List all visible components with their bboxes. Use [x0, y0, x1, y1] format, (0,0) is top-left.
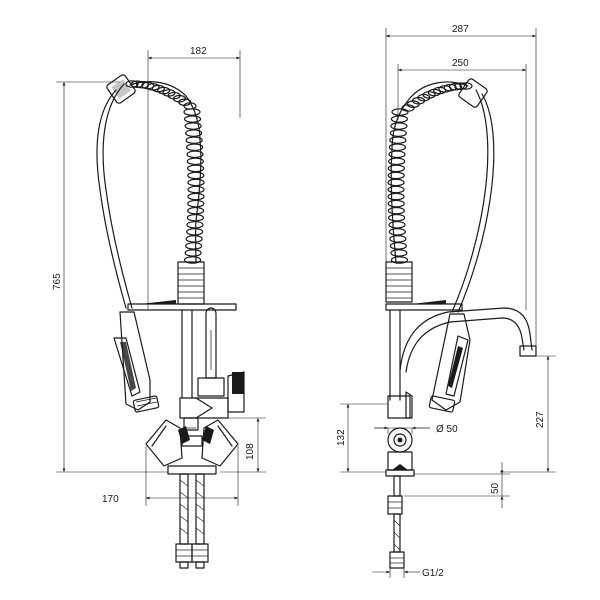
dim-front-182: 182	[190, 46, 207, 57]
spring-coil	[387, 185, 405, 194]
spring-coil	[185, 129, 203, 137]
front-spray-head	[113, 311, 160, 413]
dim-side-132: 132	[336, 429, 347, 446]
spring-coil	[390, 122, 408, 130]
spring-coil	[389, 136, 407, 144]
side-bracket	[385, 303, 463, 311]
spring-coil	[187, 164, 205, 173]
front-hose	[96, 89, 127, 309]
spring-coil	[185, 242, 203, 250]
front-valve-body	[179, 397, 229, 431]
dim-side-250: 250	[452, 58, 469, 69]
front-supply-pipes	[175, 473, 209, 569]
front-dimensions: 182 765 108 170	[52, 46, 266, 506]
side-spring-coils	[387, 82, 473, 264]
dim-side-50: 50	[490, 482, 501, 494]
side-spout	[399, 307, 537, 373]
spring-coil	[185, 136, 203, 144]
spring-coil	[183, 108, 201, 116]
side-supply-pipes	[387, 475, 405, 569]
front-hose-top-fitting	[106, 74, 136, 104]
spring-coil	[187, 192, 205, 201]
spring-coil	[187, 199, 205, 208]
spring-coil	[387, 192, 405, 201]
spring-coil	[389, 242, 407, 250]
side-hose-top-fitting	[458, 78, 488, 108]
spring-coil	[187, 171, 205, 180]
front-bracket	[127, 303, 237, 311]
spring-coil	[388, 228, 406, 236]
spring-coil	[184, 122, 202, 130]
spring-coil	[387, 206, 405, 215]
spring-coil	[186, 213, 204, 222]
spring-coil	[388, 143, 406, 152]
front-spring-coils	[125, 80, 205, 264]
dim-front-170: 170	[102, 494, 119, 505]
spring-coil	[388, 150, 406, 159]
spring-coil	[389, 235, 407, 243]
side-valve-body	[387, 391, 413, 419]
dim-side-287: 287	[452, 24, 469, 35]
spring-coil	[178, 98, 192, 106]
spring-coil	[406, 100, 420, 108]
front-base	[167, 465, 217, 475]
dim-front-765: 765	[52, 273, 63, 290]
front-view: 182 765 108 170	[52, 46, 266, 569]
spring-coil	[125, 80, 139, 88]
dim-front-108: 108	[245, 443, 256, 460]
spring-coil	[187, 178, 205, 187]
spring-coil	[187, 185, 205, 194]
spring-coil	[388, 220, 406, 229]
side-view: 287 250 227 132 Ø 50	[336, 24, 556, 579]
front-valve-lever	[197, 307, 245, 413]
dim-side-227: 227	[535, 411, 546, 428]
spring-coil	[390, 115, 409, 123]
spring-coil	[387, 178, 405, 187]
spring-coil	[391, 108, 409, 116]
spring-coil	[387, 171, 405, 180]
dim-side-thread: G1/2	[422, 568, 444, 579]
spring-coil	[459, 82, 473, 90]
spring-coil	[454, 82, 468, 90]
side-round-body	[387, 427, 413, 453]
spring-coil	[389, 129, 407, 137]
side-spray-head	[428, 313, 471, 413]
spring-coil	[183, 115, 202, 123]
front-side-handles	[145, 419, 239, 467]
spring-coil	[184, 249, 202, 257]
side-dimensions: 287 250 227 132 Ø 50	[336, 24, 556, 579]
dim-side-diameter: Ø 50	[436, 424, 458, 435]
spring-coil	[186, 220, 204, 229]
spring-coil	[186, 228, 204, 236]
spring-coil	[186, 157, 204, 166]
spring-coil	[187, 206, 205, 215]
spring-coil	[183, 256, 202, 264]
spring-coil	[390, 256, 409, 264]
spring-coil	[387, 164, 405, 173]
spring-coil	[186, 143, 204, 152]
spring-coil	[186, 150, 204, 159]
spring-coil	[388, 157, 406, 166]
spring-coil	[387, 199, 405, 208]
spring-coil	[388, 213, 406, 222]
spring-coil	[390, 249, 408, 257]
side-hose	[457, 93, 495, 313]
spring-coil	[130, 80, 144, 88]
spring-coil	[185, 235, 203, 243]
